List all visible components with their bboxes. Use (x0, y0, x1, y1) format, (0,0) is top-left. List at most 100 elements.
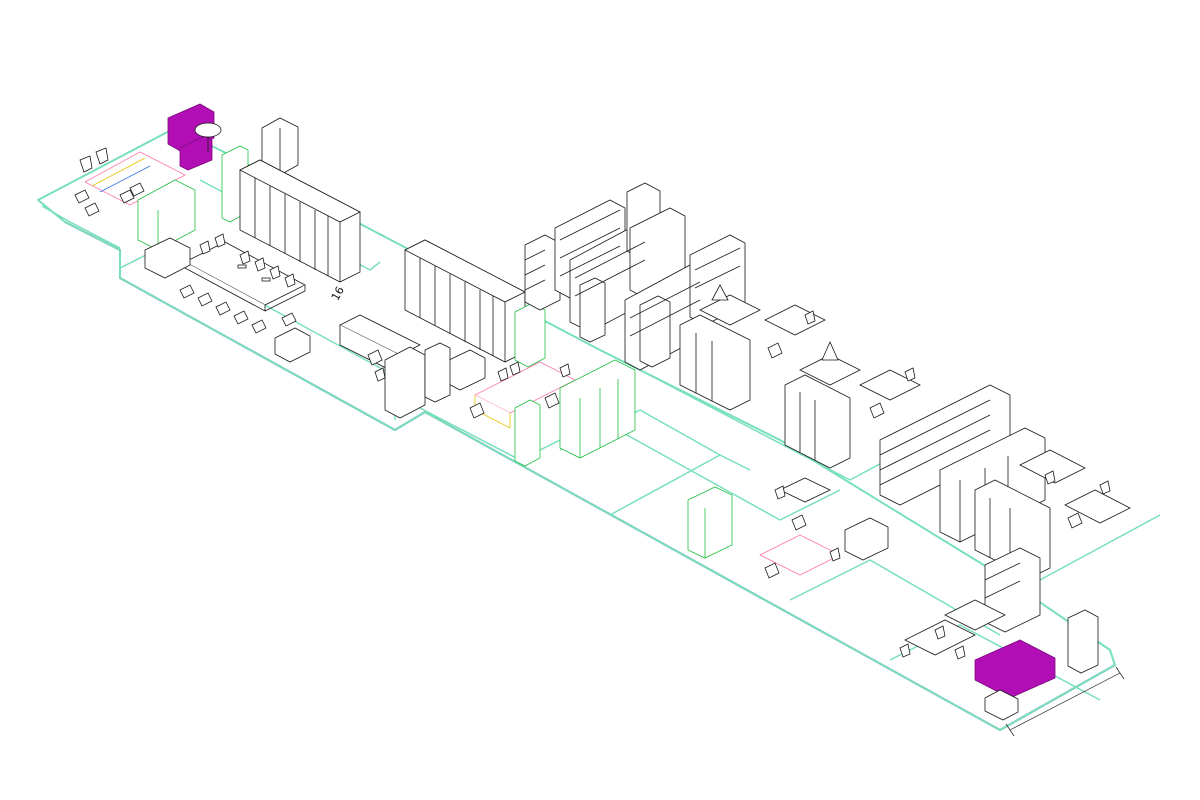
shelf-line (574, 259, 646, 297)
chair (764, 562, 780, 579)
chair (269, 265, 281, 280)
side-cabinet (424, 342, 451, 403)
conical-lamp (711, 284, 729, 301)
purple-sofa (974, 639, 1056, 699)
chairs-left-meeting (74, 147, 145, 217)
chair (197, 292, 213, 307)
chair (119, 189, 135, 204)
chair (129, 182, 145, 197)
chair (497, 367, 509, 382)
cabinet-green (559, 359, 636, 459)
chair (509, 361, 521, 376)
desk (759, 534, 841, 576)
chair (215, 301, 231, 316)
meeting-table-left-edge2 (99, 165, 151, 193)
dimension-line-main (1009, 672, 1121, 731)
shelf-line (629, 299, 701, 337)
exec-desk (799, 354, 861, 386)
desk (779, 477, 831, 503)
outer-wall-loop (37, 127, 1116, 731)
partition-green-b (514, 302, 546, 368)
locker (579, 277, 606, 343)
shelf-line (524, 249, 546, 261)
chair (84, 202, 100, 217)
chair (804, 310, 816, 325)
cabinet-bank (784, 374, 851, 469)
chair (829, 547, 841, 562)
chair (1099, 480, 1111, 495)
inner-wall-i (1039, 514, 1161, 581)
shelf-line (559, 209, 621, 241)
wardrobe-green (687, 486, 733, 559)
side-cabinet (984, 689, 1019, 721)
meeting-table (944, 599, 1006, 631)
chair (367, 349, 383, 366)
exec-desk (859, 369, 921, 401)
shelf-line (574, 241, 646, 279)
locker (639, 295, 671, 368)
lower-rooms (687, 477, 889, 579)
partition-green-c (514, 399, 541, 467)
conference-room (144, 237, 311, 363)
side-cabinet (274, 327, 311, 363)
chair (1044, 470, 1056, 485)
chair (214, 233, 226, 248)
inner-wall-a (41, 205, 121, 249)
chair (1067, 512, 1083, 529)
chair (904, 367, 916, 382)
sofa (844, 517, 889, 561)
shelf-line (879, 429, 991, 486)
left-lounge (84, 103, 299, 251)
credenza (144, 237, 191, 279)
meeting-table-left-edge (91, 157, 146, 187)
dimension-tick (1115, 666, 1125, 680)
chairs-conference (179, 233, 297, 334)
armchair (444, 349, 486, 391)
cabinet-tall-left (137, 179, 196, 251)
shelf-line (629, 281, 701, 319)
shelf-line (524, 279, 546, 291)
shelf-line (879, 414, 991, 471)
cabinet-bank-1 (239, 159, 361, 283)
workstation-desk-front (474, 395, 511, 429)
shelf-line (694, 265, 741, 289)
chair (254, 257, 266, 272)
cabinet-bank-2 (404, 239, 546, 368)
chair (179, 284, 195, 299)
shelf-unit (524, 234, 561, 311)
shelf-line (879, 399, 991, 456)
chair (284, 273, 296, 288)
chair (233, 310, 249, 325)
chair (469, 402, 485, 419)
chair (74, 189, 90, 204)
shelf-line (984, 562, 1021, 581)
shelf-line (559, 245, 621, 277)
dimension-line (1005, 666, 1125, 737)
chair (791, 514, 807, 531)
cabinet-tall (384, 346, 426, 419)
round-table (194, 122, 222, 138)
table-port (237, 264, 247, 269)
meeting-table-left (84, 151, 186, 206)
chair (239, 250, 251, 265)
chair (934, 625, 946, 640)
shelving-center (524, 182, 746, 371)
room-number-label: 16 (329, 284, 347, 302)
exec-desk (764, 304, 826, 336)
chair (199, 240, 211, 255)
chair (95, 147, 109, 165)
chair (559, 363, 571, 378)
exec-desk (1064, 489, 1131, 524)
desk-area-mid (339, 314, 486, 419)
office-cluster-right (679, 284, 921, 469)
chair (774, 485, 786, 500)
shelf-line (559, 227, 621, 259)
conical-lamp (821, 341, 839, 361)
cabinet-top (239, 159, 361, 223)
workstations (469, 359, 636, 467)
chair (251, 319, 267, 334)
chair (899, 643, 911, 658)
shelf-line (694, 247, 741, 271)
locker (1067, 609, 1099, 674)
table-port (261, 277, 271, 282)
